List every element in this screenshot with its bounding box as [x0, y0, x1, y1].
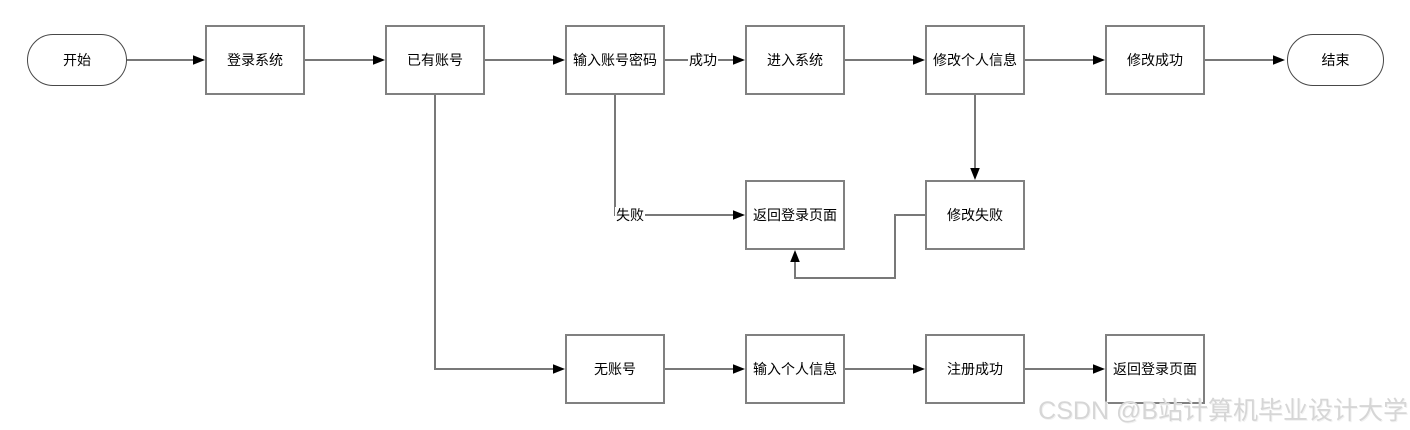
arrowhead-icon — [733, 210, 745, 220]
arrowheads — [193, 55, 1285, 374]
arrowhead-icon — [733, 364, 745, 374]
arrowhead-icon — [1093, 55, 1105, 65]
node-modify-personal-info: 修改个人信息 — [925, 25, 1025, 95]
node-end: 结束 — [1287, 34, 1384, 86]
arrowhead-icon — [553, 364, 565, 374]
connector-credentials-returnlogin1 — [614, 95, 733, 216]
arrowhead-icon — [970, 168, 980, 180]
arrowhead-icon — [733, 55, 745, 65]
node-no-account: 无账号 — [565, 334, 665, 404]
node-modify-fail: 修改失败 — [925, 180, 1025, 250]
node-has-account: 已有账号 — [385, 25, 485, 95]
node-enter-personal-info: 输入个人信息 — [745, 334, 845, 404]
arrowhead-icon — [373, 55, 385, 65]
connector-hasaccount-noaccount — [434, 95, 553, 370]
node-return-login-page-2: 返回登录页面 — [1105, 334, 1205, 404]
edge-label-fail: 失败 — [615, 207, 645, 223]
node-enter-system: 进入系统 — [745, 25, 845, 95]
node-enter-credentials: 输入账号密码 — [565, 25, 665, 95]
node-modify-success: 修改成功 — [1105, 25, 1205, 95]
arrowhead-icon — [193, 55, 205, 65]
arrowhead-icon — [553, 55, 565, 65]
connector-modifyfail-returnlogin1 — [794, 214, 925, 279]
csdn-watermark: CSDN @B站计算机毕业设计大学 — [1038, 397, 1408, 425]
arrowhead-icon — [913, 364, 925, 374]
node-return-login-page-1: 返回登录页面 — [745, 180, 845, 250]
node-register-success: 注册成功 — [925, 334, 1025, 404]
node-login-system: 登录系统 — [205, 25, 305, 95]
arrowhead-icon — [790, 250, 800, 262]
arrowhead-icon — [1093, 364, 1105, 374]
node-start: 开始 — [27, 34, 127, 86]
edge-label-success: 成功 — [688, 52, 718, 68]
arrowhead-icon — [1273, 55, 1285, 65]
arrowhead-icon — [913, 55, 925, 65]
